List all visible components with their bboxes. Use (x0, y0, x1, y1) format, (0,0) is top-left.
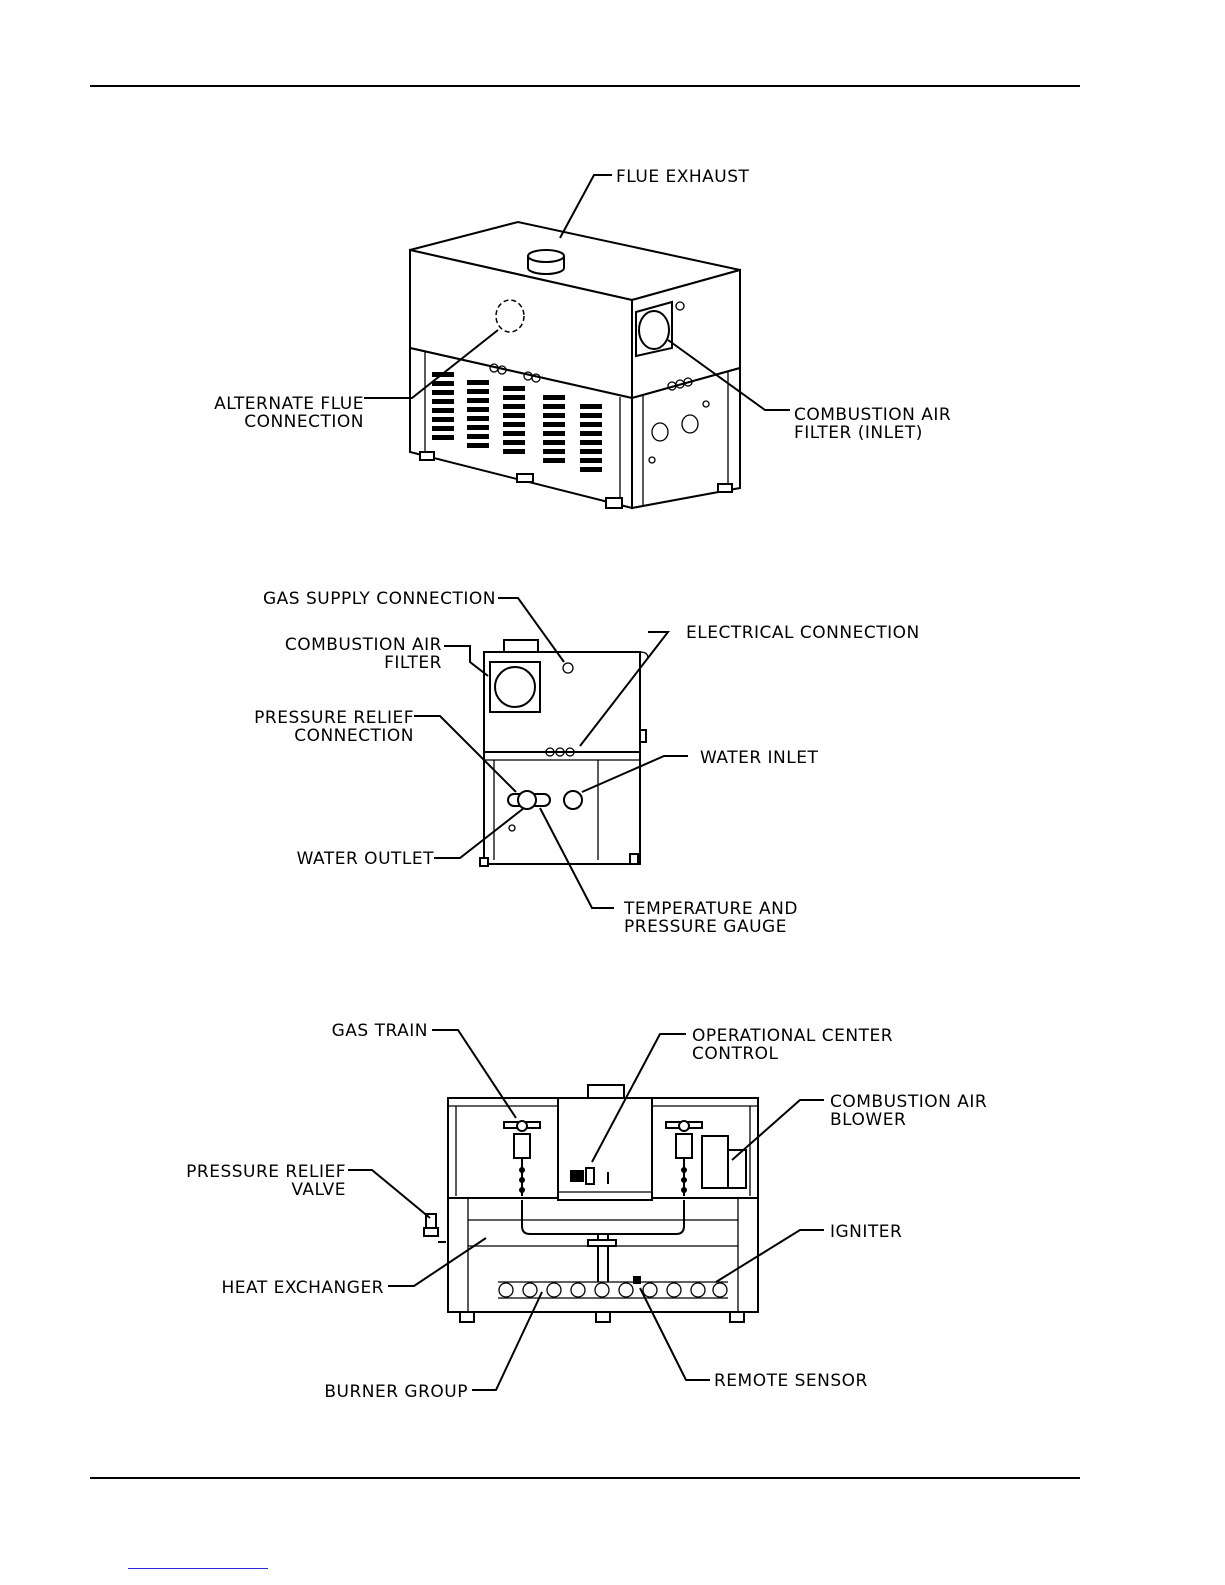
label-temperature-pressure-gauge-line1: TEMPERATURE AND (623, 899, 798, 919)
label-combustion-air-blower-line1: COMBUSTION AIR (830, 1092, 987, 1112)
label-temperature-pressure-gauge-line2: PRESSURE GAUGE (624, 917, 787, 937)
label-heat-exchanger: HEAT EXCHANGER (222, 1278, 385, 1298)
interior-view-drawing (423, 1084, 759, 1323)
label-combustion-air-filter-line1: COMBUSTION AIR (285, 635, 442, 655)
label-electrical-connection: ELECTRICAL CONNECTION (686, 623, 920, 643)
side-view-drawing (479, 639, 649, 867)
footer-link-underline (128, 1568, 268, 1569)
label-alternate-flue-line1: ALTERNATE FLUE (214, 394, 364, 414)
label-combustion-air-blower-line2: BLOWER (830, 1110, 906, 1130)
label-alternate-flue-line2: CONNECTION (244, 412, 364, 432)
label-water-outlet: WATER OUTLET (297, 849, 434, 869)
label-pressure-relief-valve-line2: VALVE (291, 1180, 346, 1200)
label-pressure-relief-connection-line2: CONNECTION (294, 726, 414, 746)
label-pressure-relief-connection-line1: PRESSURE RELIEF (254, 708, 414, 728)
label-operational-center-line2: CONTROL (692, 1044, 779, 1064)
label-operational-center-line1: OPERATIONAL CENTER (692, 1026, 893, 1046)
label-remote-sensor: REMOTE SENSOR (714, 1371, 868, 1391)
label-igniter: IGNITER (830, 1222, 902, 1242)
label-combustion-air-filter-line2: FILTER (384, 653, 442, 673)
label-pressure-relief-valve-line1: PRESSURE RELIEF (186, 1162, 346, 1182)
isometric-view-drawing (409, 220, 741, 510)
label-combustion-air-inlet-line2: FILTER (INLET) (794, 423, 923, 443)
label-combustion-air-inlet-line1: COMBUSTION AIR (794, 405, 951, 425)
label-flue-exhaust: FLUE EXHAUST (616, 167, 750, 187)
label-water-inlet: WATER INLET (700, 748, 818, 768)
label-burner-group: BURNER GROUP (324, 1382, 468, 1402)
label-gas-supply-connection: GAS SUPPLY CONNECTION (263, 589, 496, 609)
label-gas-train: GAS TRAIN (332, 1021, 428, 1041)
